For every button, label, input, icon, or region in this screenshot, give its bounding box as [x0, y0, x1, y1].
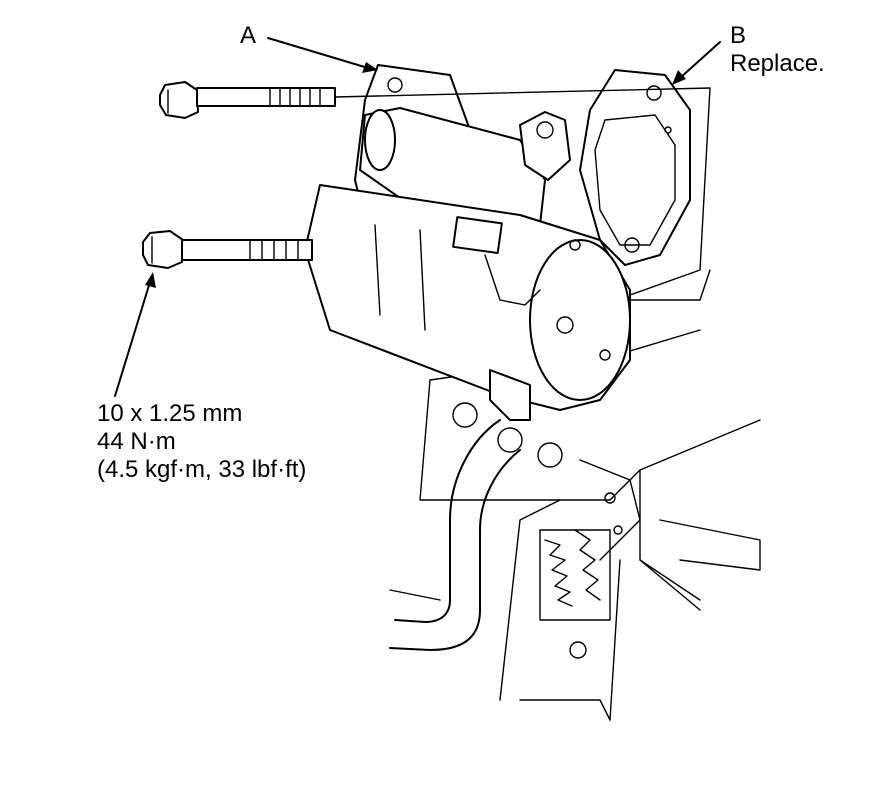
upper-mounting-bolt [159, 81, 336, 119]
coolant-hose [389, 419, 521, 651]
callout-b-label: B [730, 22, 747, 49]
callout-leaders [114, 37, 721, 397]
alignment-lines [334, 87, 711, 296]
lower-mounting-bolt [142, 230, 313, 269]
gasket-b [579, 69, 691, 266]
starter-motor [304, 107, 631, 468]
callout-b-note: Replace. [730, 50, 825, 77]
callout-a-label: A [240, 22, 257, 49]
bolt-size-label: 10 x 1.25 mm [97, 400, 243, 427]
bolt-torque-alt-label: (4.5 kgf·m, 33 lbf·ft) [97, 456, 307, 483]
ring-gear [539, 492, 623, 659]
bolt-torque-label: 44 N·m [97, 428, 176, 455]
